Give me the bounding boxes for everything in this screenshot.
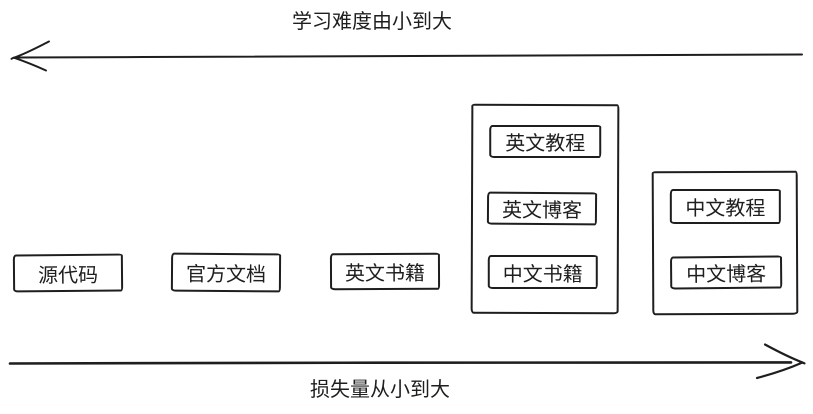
box-chinese-books: 中文书籍: [487, 254, 598, 290]
group-box-2: 中文教程 中文博客: [651, 170, 799, 316]
group-box-1: 英文教程 英文博客 中文书籍: [470, 103, 620, 315]
box-english-blogs: 英文博客: [486, 191, 598, 226]
top-axis-label: 学习难度由小到大: [292, 11, 452, 33]
box-chinese-tutorials: 中文教程: [669, 188, 781, 225]
box-chinese-blogs: 中文博客: [669, 255, 783, 290]
right-arrow-icon: [8, 343, 806, 380]
bottom-axis-label: 损失量从小到大: [310, 379, 450, 401]
box-english-books: 英文书籍: [329, 252, 441, 291]
box-english-tutorials: 英文教程: [489, 124, 602, 159]
left-arrow-icon: [10, 40, 803, 72]
box-official-docs: 官方文档: [170, 252, 282, 293]
box-source-code: 源代码: [12, 253, 124, 293]
